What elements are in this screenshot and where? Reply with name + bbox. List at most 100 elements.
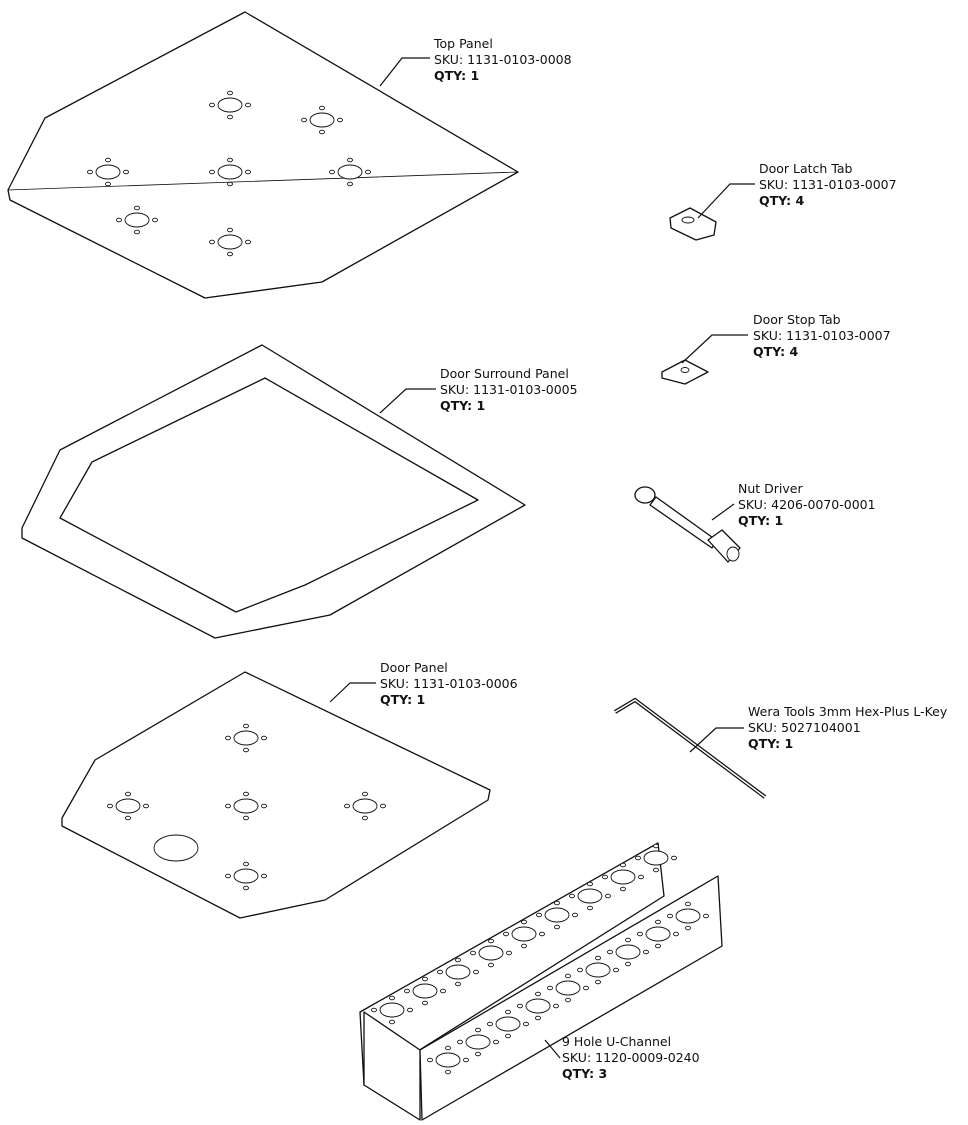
part-name: Door Latch Tab bbox=[759, 161, 853, 176]
part-name: Door Stop Tab bbox=[753, 312, 841, 327]
door-latch-tab-drawing bbox=[669, 207, 717, 241]
screw-hole bbox=[653, 843, 659, 849]
screw-hole bbox=[243, 791, 249, 797]
screw-hole bbox=[635, 855, 641, 861]
label-door-surround-panel: Door Surround Panel SKU: 1131-0103-0005 … bbox=[440, 366, 578, 414]
screw-hole bbox=[667, 913, 673, 919]
screw-hole bbox=[539, 931, 545, 937]
screw-hole bbox=[245, 239, 251, 245]
screw-hole bbox=[261, 735, 267, 741]
screw-hole bbox=[457, 1039, 463, 1045]
part-qty: QTY: 4 bbox=[759, 193, 805, 208]
screw-hole bbox=[587, 905, 593, 911]
u-channel-drawing bbox=[359, 842, 723, 1121]
screw-hole bbox=[655, 943, 661, 949]
screw-hole bbox=[685, 925, 691, 931]
screw-hole bbox=[488, 962, 494, 968]
label-u-channel: 9 Hole U-Channel SKU: 1120-0009-0240 QTY… bbox=[562, 1034, 700, 1082]
screw-hole bbox=[506, 950, 512, 956]
screw-hole bbox=[152, 217, 158, 223]
screw-hole bbox=[243, 815, 249, 821]
label-door-stop-tab: Door Stop Tab SKU: 1131-0103-0007 QTY: 4 bbox=[753, 312, 891, 360]
screw-hole bbox=[105, 181, 111, 187]
screw-hole bbox=[523, 1021, 529, 1027]
screw-hole bbox=[134, 229, 140, 235]
mount-hole bbox=[525, 998, 551, 1014]
screw-hole bbox=[583, 985, 589, 991]
screw-hole bbox=[227, 157, 233, 163]
screw-hole bbox=[536, 912, 542, 918]
mount-hole bbox=[544, 907, 570, 923]
l-key-drawing bbox=[613, 697, 767, 799]
mount-hole bbox=[645, 926, 671, 942]
screw-hole bbox=[671, 855, 677, 861]
screw-hole bbox=[587, 881, 593, 887]
screw-hole bbox=[319, 105, 325, 111]
screw-hole bbox=[107, 803, 113, 809]
screw-hole bbox=[422, 1000, 428, 1006]
screw-hole bbox=[225, 735, 231, 741]
mount-hole bbox=[478, 945, 504, 961]
part-qty: QTY: 1 bbox=[748, 736, 794, 751]
screw-hole bbox=[445, 1069, 451, 1075]
screw-hole bbox=[105, 157, 111, 163]
screw-hole bbox=[319, 129, 325, 135]
screw-hole bbox=[572, 912, 578, 918]
mount-hole bbox=[233, 730, 259, 746]
part-sku: SKU: 1120-0009-0240 bbox=[562, 1050, 700, 1065]
screw-hole bbox=[655, 919, 661, 925]
screw-hole bbox=[125, 791, 131, 797]
mount-hole bbox=[610, 869, 636, 885]
door-panel-drawing bbox=[61, 671, 491, 919]
part-qty: QTY: 1 bbox=[434, 68, 480, 83]
screw-hole bbox=[329, 169, 335, 175]
nut-driver-drawing bbox=[634, 486, 741, 563]
mount-hole bbox=[309, 112, 335, 128]
screw-hole bbox=[227, 251, 233, 257]
mount-hole bbox=[379, 1002, 405, 1018]
mount-hole bbox=[233, 798, 259, 814]
screw-hole bbox=[703, 913, 709, 919]
screw-hole bbox=[607, 949, 613, 955]
screw-hole bbox=[470, 950, 476, 956]
screw-hole bbox=[488, 938, 494, 944]
screw-hole bbox=[209, 102, 215, 108]
screw-hole bbox=[362, 791, 368, 797]
screw-hole bbox=[535, 1015, 541, 1021]
part-name: Top Panel bbox=[434, 36, 493, 51]
screw-hole bbox=[440, 988, 446, 994]
part-qty: QTY: 4 bbox=[753, 344, 799, 359]
screw-hole bbox=[407, 1007, 413, 1013]
screw-hole bbox=[521, 943, 527, 949]
mount-hole bbox=[577, 888, 603, 904]
screw-hole bbox=[209, 169, 215, 175]
part-name: Door Surround Panel bbox=[440, 366, 569, 381]
screw-hole bbox=[487, 1021, 493, 1027]
screw-hole bbox=[243, 861, 249, 867]
mount-hole bbox=[233, 868, 259, 884]
mount-hole bbox=[217, 234, 243, 250]
mount-hole bbox=[555, 980, 581, 996]
part-sku: SKU: 4206-0070-0001 bbox=[738, 497, 876, 512]
door-stop-tab-drawing bbox=[661, 359, 709, 385]
screw-hole bbox=[577, 967, 583, 973]
screw-hole bbox=[595, 955, 601, 961]
screw-hole bbox=[554, 900, 560, 906]
screw-hole bbox=[243, 723, 249, 729]
screw-hole bbox=[565, 973, 571, 979]
screw-hole bbox=[517, 1003, 523, 1009]
screw-hole bbox=[455, 957, 461, 963]
screw-hole bbox=[389, 1019, 395, 1025]
mount-hole bbox=[124, 212, 150, 228]
mount-hole bbox=[95, 164, 121, 180]
mount-hole bbox=[217, 97, 243, 113]
mount-hole bbox=[445, 964, 471, 980]
screw-hole bbox=[261, 803, 267, 809]
screw-hole bbox=[227, 90, 233, 96]
screw-hole bbox=[362, 815, 368, 821]
screw-hole bbox=[625, 961, 631, 967]
screw-hole bbox=[87, 169, 93, 175]
part-sku: SKU: 1131-0103-0008 bbox=[434, 52, 572, 67]
screw-hole bbox=[404, 988, 410, 994]
